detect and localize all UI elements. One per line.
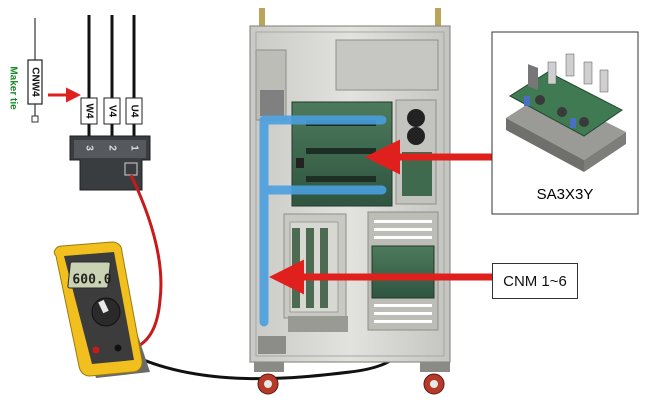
multimeter: 600.0 xyxy=(54,242,150,378)
wire-tag-u4: U4 xyxy=(128,105,139,118)
pin-number-3: 3 xyxy=(83,145,94,151)
wire-tag-v4: V4 xyxy=(106,105,117,118)
pin-number-2: 2 xyxy=(106,145,117,151)
red-test-lead xyxy=(131,175,161,348)
wire-tag-w4: W4 xyxy=(83,104,94,119)
maker-tie: CNW4 xyxy=(28,18,42,122)
maker-tie-text: Maker tie xyxy=(7,66,18,110)
multimeter-reading: 600.0 xyxy=(72,273,111,288)
drive-cabinet xyxy=(250,8,450,394)
motor-connector: W4 V4 U4 3 2 1 xyxy=(70,15,150,190)
cnw4-tag-text: CNW4 xyxy=(29,67,40,97)
pin-number-1: 1 xyxy=(128,145,139,151)
sa3x3y-caption: SA3X3Y xyxy=(492,186,638,203)
cnm-connector-label: CNM 1~6 xyxy=(492,263,578,299)
cnm-connector-label-text: CNM 1~6 xyxy=(503,273,567,290)
